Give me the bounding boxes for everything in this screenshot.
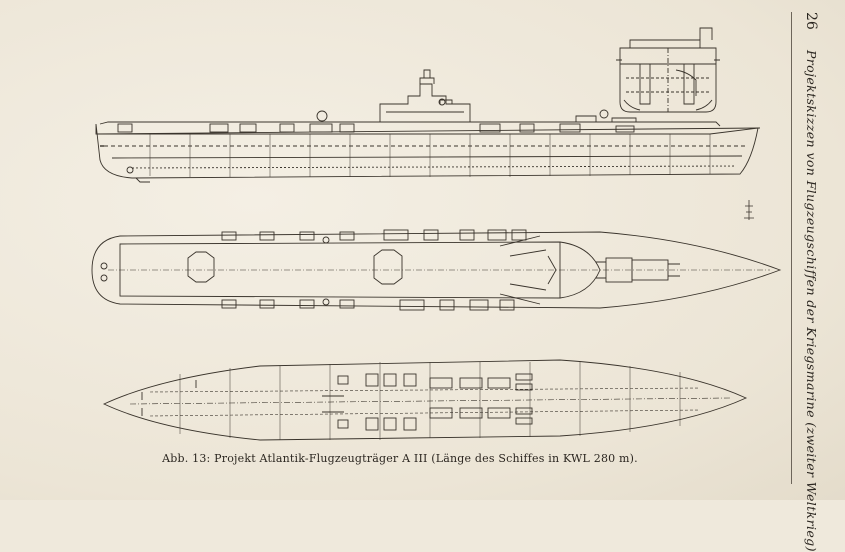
plan-view-drawing	[91, 229, 782, 311]
caption-label: Abb. 13:	[162, 452, 211, 465]
scale-symbol-icon	[742, 198, 756, 224]
figure-caption: Abb. 13: Projekt Atlantik-Flugzeugträger…	[120, 452, 680, 465]
header-rule	[791, 12, 792, 484]
side-elevation-drawing	[95, 69, 761, 183]
technical-drawing	[91, 27, 782, 441]
hangar-plan-drawing	[102, 359, 748, 441]
running-header: 26 Projektskizzen von Flugzeugschiffen d…	[791, 12, 825, 552]
cross-section-drawing	[616, 27, 720, 113]
running-title: Projektskizzen von Flugzeugschiffen der …	[804, 50, 819, 552]
caption-text: Projekt Atlantik-Flugzeugträger A III (L…	[214, 452, 638, 465]
